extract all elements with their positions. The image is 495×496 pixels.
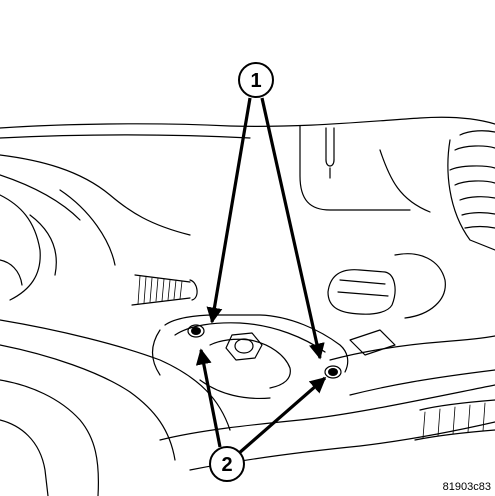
callout-2-arrows [195, 348, 327, 456]
right-filler-cap [447, 130, 495, 251]
left-fender-hoses [0, 154, 191, 301]
callout-1-number: 1 [250, 70, 261, 92]
right-wiring-bundle [414, 399, 495, 441]
front-structures [0, 319, 495, 496]
mounting-nut-right [324, 365, 342, 379]
corrugated-hose [131, 274, 198, 306]
body-outline [0, 116, 495, 213]
callout-1-arrows [206, 97, 325, 360]
callout-1-badge: 1 [238, 62, 274, 98]
callout-2-badge: 2 [209, 446, 245, 482]
upper-fitting [325, 127, 335, 179]
electrical-connector [327, 253, 446, 356]
center-nut [225, 332, 263, 361]
mounting-nut-left [187, 324, 205, 338]
figure-reference-code: 81903c83 [443, 481, 491, 493]
callout-2-number: 2 [221, 454, 232, 476]
